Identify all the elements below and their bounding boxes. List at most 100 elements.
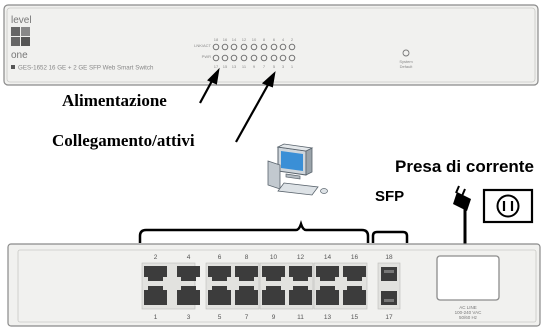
led-number: 1 bbox=[291, 64, 294, 69]
led-number: 12 bbox=[242, 37, 247, 42]
arrow-power bbox=[199, 78, 214, 104]
led-light bbox=[288, 43, 296, 51]
callout-socket-label: Presa di corrente bbox=[395, 157, 534, 176]
callout-sfp-label: SFP bbox=[375, 188, 405, 205]
ac-label: 50/60 Hz bbox=[459, 315, 478, 320]
logo-square bbox=[21, 27, 30, 36]
port-bracket bbox=[138, 220, 370, 243]
port-number: 16 bbox=[351, 254, 359, 261]
logo-text-bottom: one bbox=[11, 50, 28, 61]
led-number: 13 bbox=[232, 64, 237, 69]
port-number: 6 bbox=[218, 254, 222, 261]
ethernet-port[interactable] bbox=[235, 266, 258, 281]
led-light bbox=[279, 43, 287, 51]
led-number: 17 bbox=[214, 64, 219, 69]
ethernet-port[interactable] bbox=[144, 266, 167, 281]
sfp-bracket bbox=[371, 230, 409, 243]
brand-logo: level one bbox=[11, 15, 32, 61]
ethernet-port[interactable] bbox=[316, 286, 339, 305]
led-number: 9 bbox=[253, 64, 256, 69]
led-number: 15 bbox=[223, 64, 228, 69]
led-light bbox=[240, 43, 248, 51]
ethernet-port[interactable] bbox=[262, 266, 285, 281]
callout-link-label: Collegamento/attivi bbox=[52, 131, 195, 150]
port-number: 15 bbox=[351, 314, 359, 321]
led-light bbox=[270, 54, 278, 62]
brackets bbox=[138, 220, 409, 243]
arrow-link bbox=[235, 82, 270, 143]
led-light bbox=[260, 43, 268, 51]
led-light bbox=[250, 54, 258, 62]
arrowhead bbox=[261, 71, 276, 88]
ethernet-port[interactable] bbox=[289, 266, 312, 281]
logo-square bbox=[11, 37, 20, 46]
ethernet-port[interactable] bbox=[289, 286, 312, 305]
port-number: 7 bbox=[245, 314, 249, 321]
power-socket-icon bbox=[482, 188, 534, 224]
ethernet-port[interactable] bbox=[343, 266, 366, 281]
ethernet-port[interactable] bbox=[235, 286, 258, 305]
led-label-pwr: PWR bbox=[202, 54, 211, 59]
port-number: 14 bbox=[324, 254, 332, 261]
port-number: 11 bbox=[297, 314, 304, 321]
model-text: GES-1652 16 GE + 2 GE SFP Web Smart Swit… bbox=[18, 65, 154, 72]
led-light bbox=[279, 54, 287, 62]
led-light bbox=[230, 54, 238, 62]
ac-label: 100-240 VAC bbox=[455, 310, 482, 315]
led-number: 6 bbox=[273, 37, 276, 42]
led-light bbox=[212, 43, 220, 51]
sfp-number: 17 bbox=[385, 314, 393, 321]
led-number: 14 bbox=[232, 37, 237, 42]
model-bullet bbox=[11, 65, 15, 69]
sfp-port[interactable] bbox=[381, 291, 397, 305]
ethernet-port[interactable] bbox=[144, 286, 167, 305]
ethernet-port[interactable] bbox=[316, 266, 339, 281]
led-number: 5 bbox=[273, 64, 276, 69]
led-light bbox=[230, 43, 238, 51]
led-number: 10 bbox=[252, 37, 257, 42]
sfp-slot bbox=[384, 270, 394, 273]
led-light bbox=[260, 54, 268, 62]
callout-arrows bbox=[199, 67, 276, 143]
sfp-slot bbox=[384, 299, 394, 302]
ethernet-port[interactable] bbox=[343, 286, 366, 305]
reset-button[interactable] bbox=[402, 49, 410, 57]
port-number: 4 bbox=[187, 254, 191, 261]
ethernet-port[interactable] bbox=[208, 266, 231, 281]
logo-text-top: level bbox=[11, 15, 32, 26]
reset-label: Default bbox=[400, 64, 414, 69]
sfp-port[interactable] bbox=[381, 267, 397, 281]
led-number: 11 bbox=[242, 64, 247, 69]
sfp-number: 18 bbox=[385, 254, 393, 261]
port-number: 5 bbox=[218, 314, 222, 321]
led-number: 4 bbox=[282, 37, 285, 42]
logo-square bbox=[11, 27, 20, 36]
led-light bbox=[221, 43, 229, 51]
ac-inlet bbox=[436, 255, 500, 301]
ethernet-port[interactable] bbox=[208, 286, 231, 305]
led-light bbox=[270, 43, 278, 51]
ethernet-port[interactable] bbox=[262, 286, 285, 305]
led-number: 18 bbox=[214, 37, 219, 42]
port-number: 3 bbox=[187, 314, 191, 321]
ethernet-port[interactable] bbox=[177, 266, 200, 281]
arrowhead bbox=[207, 67, 220, 85]
port-number: 10 bbox=[270, 254, 278, 261]
led-light bbox=[288, 54, 296, 62]
led-number: 7 bbox=[263, 64, 266, 69]
computer-icon bbox=[267, 143, 328, 196]
led-light bbox=[250, 43, 258, 51]
led-number: 3 bbox=[282, 64, 285, 69]
led-number: 16 bbox=[223, 37, 228, 42]
port-number: 13 bbox=[324, 314, 332, 321]
ethernet-port[interactable] bbox=[177, 286, 200, 305]
front-panel: level one GES-1652 16 GE + 2 GE SFP Web … bbox=[3, 4, 539, 86]
led-number: 2 bbox=[291, 37, 294, 42]
led-light bbox=[212, 54, 220, 62]
callout-power-label: Alimentazione bbox=[62, 91, 167, 110]
